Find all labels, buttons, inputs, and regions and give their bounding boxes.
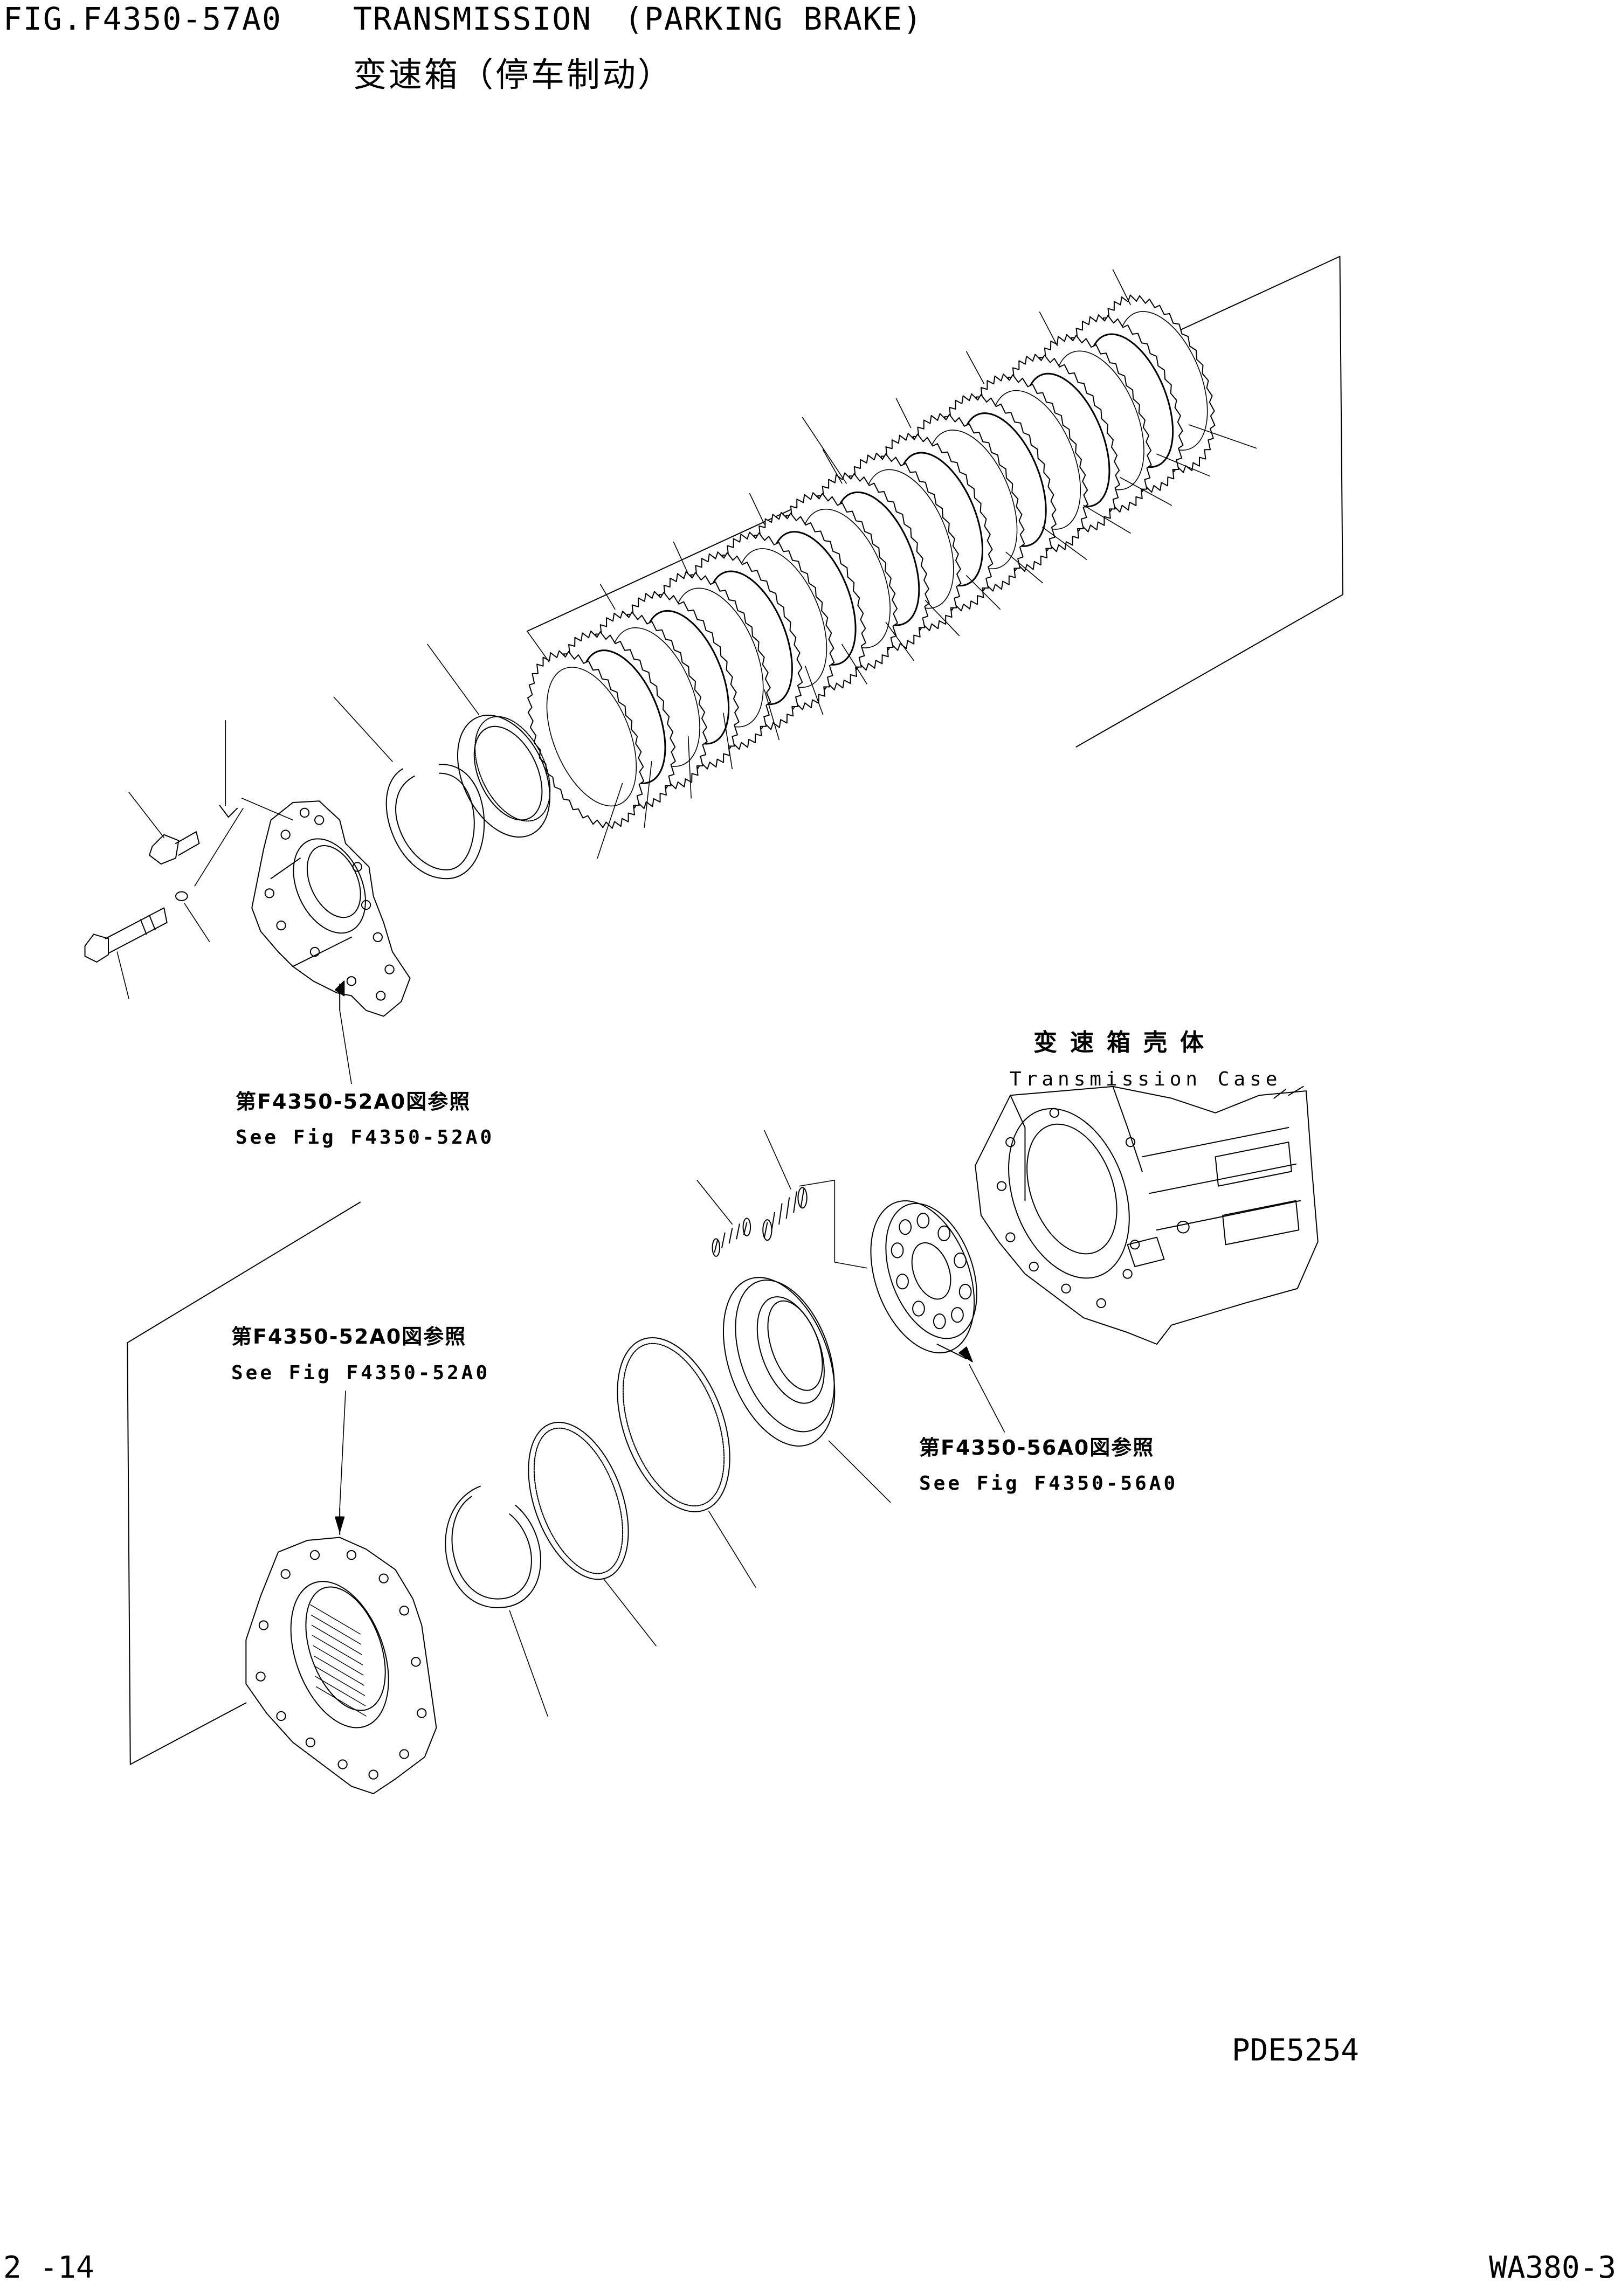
- brake-piston-carrier: [851, 1186, 1004, 1431]
- housing-spline: [313, 1636, 362, 1665]
- upper-seal-ring: [427, 645, 568, 852]
- hex-bolt-short: [129, 792, 199, 864]
- case-label-cn: 变速箱壳体: [1033, 1029, 1217, 1056]
- machine-model: WA380-3: [1489, 2250, 1617, 2285]
- clutch-plate-stack: [528, 295, 1225, 828]
- piston-bolt-hole: [918, 1213, 929, 1228]
- housing-spline: [312, 1626, 362, 1655]
- pin-small: [176, 892, 209, 942]
- plate-leader-lines: [527, 269, 1257, 858]
- ref-mid-cn: 第F4350-52A0図参照: [231, 1325, 467, 1348]
- piston-bolt-hole: [938, 1226, 950, 1241]
- figure-title-cn: 变速箱（停车制动）: [353, 55, 674, 94]
- piston-bolt-hole: [899, 1220, 911, 1234]
- housing-spline: [316, 1687, 366, 1716]
- piston-bolt-hole: [934, 1314, 946, 1329]
- drawing-id: PDE5254: [1232, 2033, 1360, 2068]
- housing-spline: [315, 1677, 365, 1706]
- housing-spline: [311, 1615, 361, 1644]
- hex-bolt-long: [85, 908, 167, 999]
- lower-assembly-bracket: [127, 1202, 360, 1765]
- brake-housing: [246, 1391, 436, 1794]
- page-number: 2 -14: [3, 2250, 94, 2285]
- piston-bolt-hole: [892, 1243, 903, 1257]
- piston-bolt-hole: [960, 1284, 971, 1299]
- friction-disc-bore: [529, 654, 654, 819]
- lower-snap-ring: [445, 1486, 548, 1716]
- retaining-clip: [195, 721, 243, 886]
- spring-large: [763, 1130, 867, 1268]
- ref-upper-cn: 第F4350-52A0図参照: [236, 1090, 471, 1114]
- figure-title: TRANSMISSION (PARKING BRAKE): [353, 1, 923, 37]
- brake-cover-housing: [242, 798, 410, 1084]
- ref-lower-en: See Fig F4350-56A0: [919, 1472, 1178, 1495]
- housing-spline: [314, 1656, 364, 1685]
- piston-bolt-hole: [913, 1301, 925, 1316]
- housing-spline: [313, 1646, 363, 1675]
- figure-number: FIG.F4350-57A0: [3, 1, 282, 37]
- housing-spline: [315, 1666, 364, 1696]
- transmission-case: [975, 1087, 1318, 1344]
- case-label-en: Transmission Case: [1010, 1068, 1282, 1090]
- piston-seal-large: [702, 1262, 891, 1503]
- housing-spline: [311, 1605, 360, 1634]
- friction-disc: [528, 651, 644, 828]
- upper-snap-ring: [334, 697, 484, 879]
- piston-bolt-hole: [954, 1253, 966, 1268]
- ref-lower-cn: 第F4350-56A0図参照: [919, 1436, 1155, 1460]
- spring-small: [697, 1180, 750, 1256]
- seal-ring-outer: [596, 1323, 756, 1587]
- ref-mid-en: See Fig F4350-52A0: [231, 1362, 491, 1384]
- ref-upper-en: See Fig F4350-52A0: [236, 1126, 495, 1149]
- piston-bolt-hole: [951, 1308, 963, 1322]
- piston-bolt-hole: [896, 1274, 908, 1289]
- seal-ring-inner: [509, 1409, 656, 1646]
